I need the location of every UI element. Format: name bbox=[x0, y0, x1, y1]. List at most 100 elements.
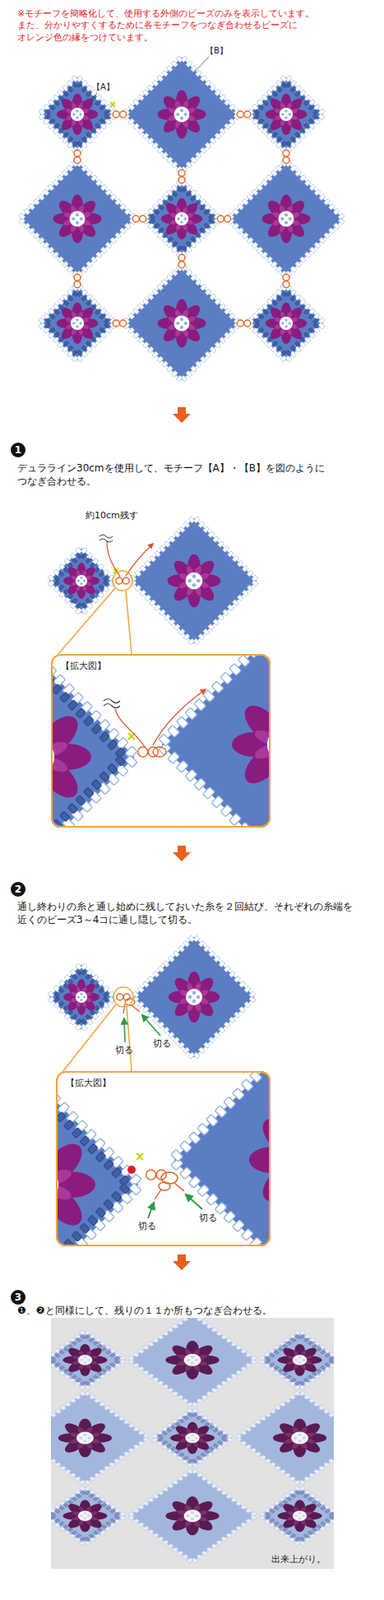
bead bbox=[137, 94, 144, 102]
motif-b bbox=[227, 160, 345, 278]
bead bbox=[187, 1458, 194, 1463]
bead bbox=[237, 227, 245, 235]
bead bbox=[79, 1380, 86, 1385]
center-bead bbox=[298, 1511, 302, 1514]
bead bbox=[134, 584, 142, 592]
bead bbox=[60, 810, 71, 822]
bead bbox=[219, 336, 227, 343]
bead bbox=[186, 1468, 194, 1474]
bead bbox=[194, 194, 202, 201]
bead bbox=[269, 1508, 276, 1513]
bead bbox=[71, 1013, 78, 1020]
bead bbox=[148, 975, 155, 982]
bead bbox=[307, 1530, 314, 1535]
bead bbox=[220, 804, 233, 817]
bead bbox=[163, 541, 171, 548]
bead bbox=[123, 1419, 130, 1425]
bead bbox=[239, 1005, 246, 1013]
bead bbox=[319, 1505, 326, 1510]
bead bbox=[67, 295, 74, 301]
bead bbox=[203, 208, 210, 215]
bead bbox=[43, 312, 51, 320]
bead bbox=[304, 251, 311, 259]
bead bbox=[290, 86, 297, 93]
bead bbox=[90, 132, 98, 139]
joining-bead bbox=[282, 149, 290, 157]
bead bbox=[307, 1340, 314, 1345]
bead bbox=[256, 331, 264, 338]
bead bbox=[183, 1455, 190, 1460]
cut-arrow bbox=[124, 1017, 125, 1042]
bead bbox=[328, 1514, 334, 1519]
thread-loop bbox=[152, 746, 167, 757]
center-bead bbox=[77, 578, 80, 582]
bead bbox=[170, 1424, 176, 1429]
cut-arrow bbox=[148, 1202, 154, 1218]
center-bead bbox=[196, 994, 200, 999]
bead bbox=[74, 1380, 81, 1386]
bead bbox=[104, 103, 112, 111]
bead bbox=[99, 313, 106, 320]
bead bbox=[90, 256, 98, 264]
bead bbox=[185, 768, 198, 782]
bead bbox=[53, 585, 61, 593]
bead bbox=[105, 1349, 112, 1354]
bead bbox=[263, 1362, 271, 1368]
bead bbox=[161, 278, 169, 286]
bead bbox=[67, 136, 74, 143]
bead bbox=[313, 118, 320, 125]
bead bbox=[246, 569, 254, 577]
bead bbox=[75, 707, 87, 719]
bead bbox=[263, 122, 269, 129]
bead bbox=[74, 1393, 81, 1399]
thread-arrow bbox=[125, 543, 153, 576]
bead bbox=[54, 331, 61, 338]
bead bbox=[147, 84, 154, 92]
bead bbox=[54, 1461, 61, 1467]
bead bbox=[67, 345, 74, 352]
bead bbox=[223, 1096, 236, 1109]
bead bbox=[114, 1359, 121, 1364]
center-bead bbox=[301, 1435, 306, 1439]
bead bbox=[149, 599, 157, 607]
bead bbox=[254, 1450, 262, 1456]
bead bbox=[318, 1465, 325, 1471]
flower-center bbox=[75, 574, 88, 587]
bead bbox=[231, 1341, 238, 1347]
bead bbox=[107, 763, 119, 774]
thread bbox=[106, 540, 121, 577]
center-bead bbox=[192, 999, 196, 1003]
bead bbox=[241, 564, 249, 572]
bead bbox=[62, 137, 70, 144]
bead bbox=[240, 1429, 247, 1435]
bead bbox=[277, 1502, 284, 1507]
bead bbox=[226, 1493, 233, 1499]
bead bbox=[128, 103, 135, 111]
bead bbox=[204, 288, 212, 296]
bead bbox=[37, 236, 45, 244]
bead bbox=[166, 189, 174, 196]
bead bbox=[266, 298, 273, 306]
bead bbox=[63, 1368, 70, 1373]
bead bbox=[214, 89, 222, 97]
petal bbox=[255, 1110, 271, 1166]
knot bbox=[158, 1181, 171, 1190]
motif-a bbox=[143, 180, 221, 258]
bead bbox=[132, 1507, 139, 1513]
bead bbox=[113, 1411, 121, 1417]
bead bbox=[103, 1404, 111, 1410]
bead bbox=[47, 122, 55, 130]
bead bbox=[175, 716, 189, 729]
joining-bead bbox=[282, 281, 290, 288]
bead bbox=[79, 1222, 91, 1234]
bead bbox=[106, 772, 120, 786]
callout-line bbox=[126, 1006, 132, 1071]
bead bbox=[270, 170, 278, 177]
bead bbox=[64, 1119, 75, 1130]
joining-bead bbox=[116, 993, 124, 1000]
bead bbox=[194, 360, 202, 368]
bead bbox=[228, 1016, 236, 1023]
bead bbox=[274, 1404, 282, 1410]
bead bbox=[94, 566, 101, 573]
bead bbox=[309, 99, 316, 107]
